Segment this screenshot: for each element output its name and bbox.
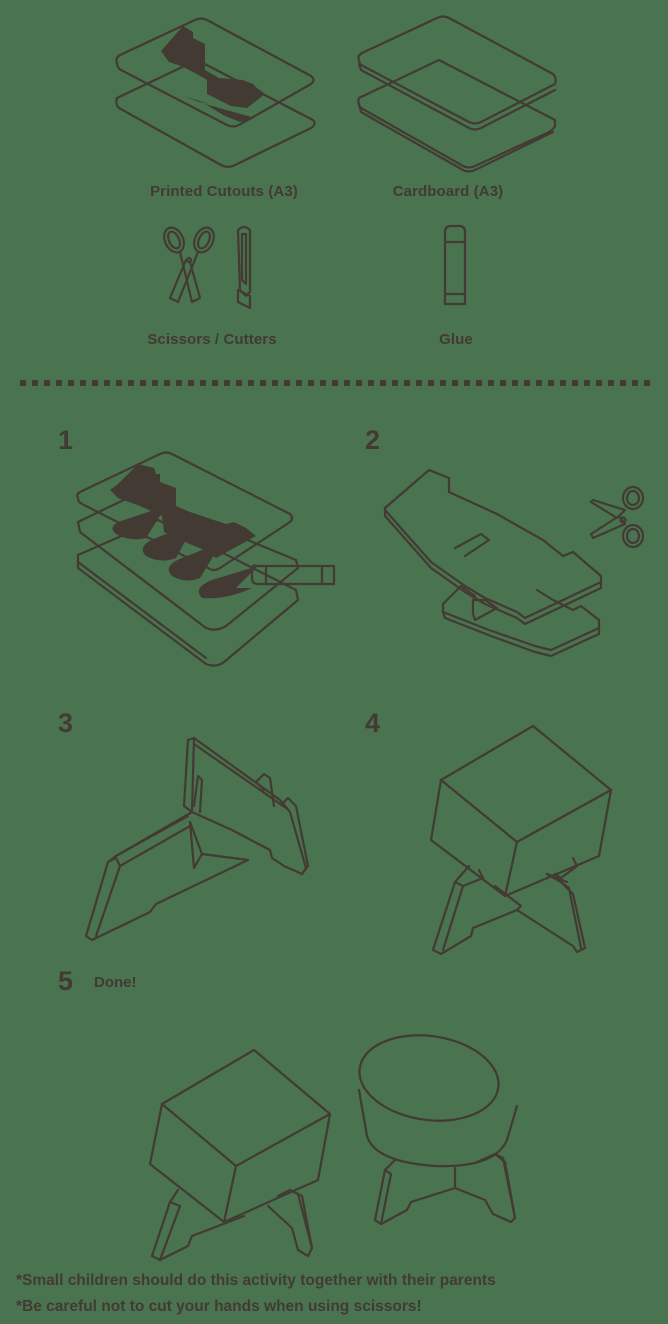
material-label-scissors-cutters: Scissors / Cutters (147, 331, 277, 348)
glue-stick-icon (443, 224, 467, 306)
step-number: 2 (365, 425, 381, 455)
scissors-cutter-icon (163, 225, 252, 310)
note-supervision: *Small children should do this activity … (16, 1272, 496, 1289)
finished-cube-stand-illustration (148, 1048, 332, 1262)
attach-box-illustration (429, 724, 613, 956)
step-number: 4 (365, 708, 381, 738)
printed-sheets-icon (115, 17, 316, 168)
glue-cutouts-illustration (76, 451, 336, 667)
step-caption-done: Done! (94, 974, 137, 991)
material-label-glue: Glue (439, 331, 473, 348)
cut-out-pieces-illustration (383, 468, 645, 658)
material-label-printed-cutouts: Printed Cutouts (A3) (150, 183, 298, 200)
cardboard-sheets-icon (357, 15, 557, 173)
step-number: 1 (58, 425, 74, 455)
finished-round-stand-illustration (357, 1034, 519, 1226)
section-divider (20, 380, 650, 386)
material-label-cardboard: Cardboard (A3) (392, 183, 504, 200)
step-number: 3 (58, 708, 74, 738)
step-number: 5 (58, 966, 74, 996)
note-scissors-safety: *Be careful not to cut your hands when u… (16, 1298, 422, 1315)
slot-legs-illustration (84, 736, 310, 942)
